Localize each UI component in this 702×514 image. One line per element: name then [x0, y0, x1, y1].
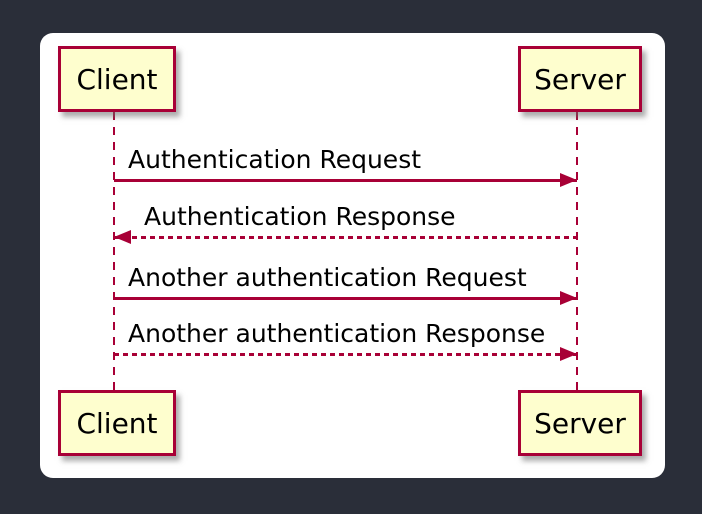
message-label-authentication-response: Authentication Response — [144, 202, 456, 231]
lifeline-server — [576, 112, 578, 390]
arrowhead-right-icon — [560, 173, 577, 187]
lifeline-client — [113, 112, 115, 390]
participant-client-top: Client — [58, 46, 176, 112]
arrowhead-left-icon — [114, 230, 131, 244]
message-label-another-authentication-response: Another authentication Response — [128, 319, 546, 348]
sequence-diagram-panel: Authentication Request Authentication Re… — [40, 33, 665, 478]
participant-server-bottom: Server — [518, 390, 642, 456]
message-line-solid — [114, 178, 577, 182]
message-line-dotted — [114, 235, 577, 239]
participant-server-top: Server — [518, 46, 642, 112]
message-label-another-authentication-request: Another authentication Request — [128, 263, 527, 292]
participant-label: Server — [534, 406, 626, 440]
participant-client-bottom: Client — [58, 390, 176, 456]
message-label-authentication-request: Authentication Request — [128, 145, 422, 174]
arrowhead-right-icon — [560, 291, 577, 305]
arrowhead-right-icon — [560, 347, 577, 361]
participant-label: Client — [76, 406, 158, 440]
message-line-solid — [114, 296, 577, 300]
message-line-dotted — [114, 352, 577, 356]
participant-label: Client — [76, 62, 158, 96]
participant-label: Server — [534, 62, 626, 96]
